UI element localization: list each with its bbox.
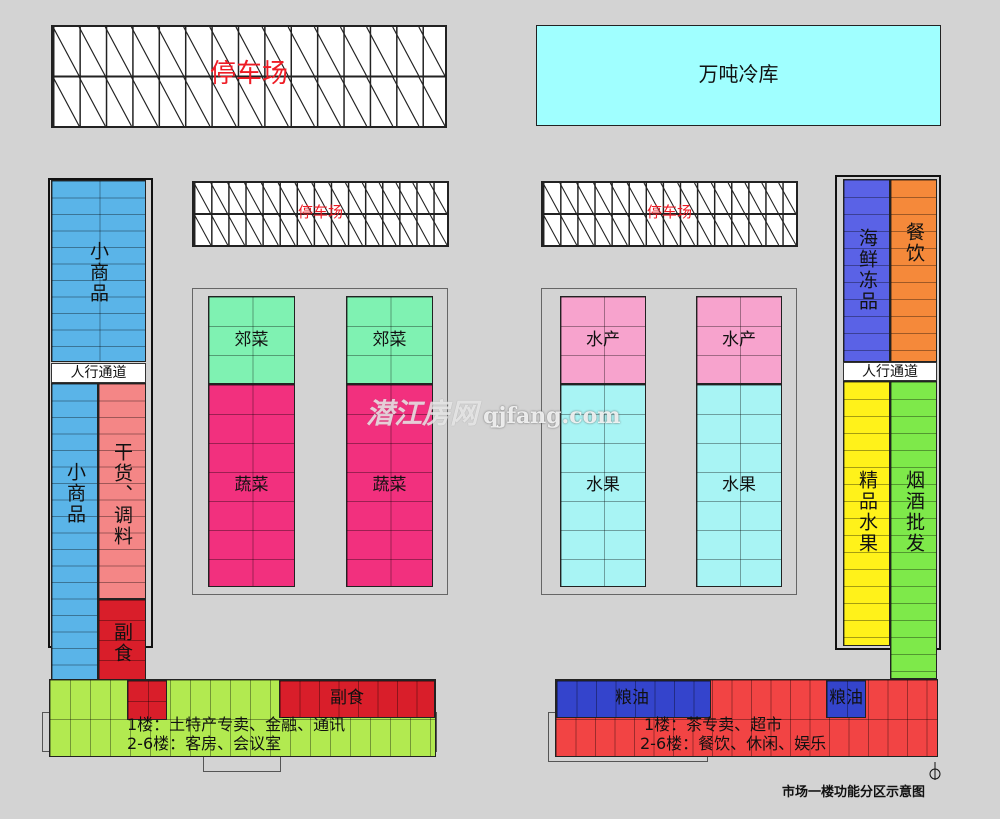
left-lower-left-label: 小商品 — [63, 462, 86, 525]
left-wing-fushi-zone: 副食 — [98, 599, 146, 681]
bottom-left-fushi-label: 副食 — [330, 688, 364, 708]
block-2-top-label: 郊菜 — [372, 330, 407, 350]
grain-oil-label-2: 粮油 — [829, 688, 863, 708]
watermark-en: qjfang.com — [483, 403, 621, 429]
right-fruit-label: 精品水果 — [855, 470, 878, 554]
bottom-left-floor2-6-text: 2-6楼：客房、会议室 — [127, 734, 282, 753]
right-wing-dining-zone: 餐饮 — [890, 179, 937, 362]
right-seafood-label: 海鲜冻品 — [855, 228, 878, 312]
bottom-left-red-connector — [127, 680, 167, 720]
right-dining-label: 餐饮 — [902, 222, 925, 264]
parking-top-label: 停车场 — [209, 59, 288, 89]
bottom-right-grain-oil-section-1: 粮油 — [556, 680, 711, 718]
block-4-top-label: 水产 — [722, 330, 756, 350]
center-left-block-2-top: 郊菜 — [346, 296, 433, 384]
right-wing-tobacco-zone: 烟酒批发 — [890, 381, 937, 679]
bottom-right-building: 粮油 粮油 1楼：茶专卖、超市 2-6楼：餐饮、休闲、娱乐 — [555, 679, 938, 757]
left-fushi-label: 副食 — [110, 622, 133, 664]
right-walkway: 人行通道 — [843, 362, 937, 381]
north-arrow-icon — [929, 762, 941, 780]
bottom-left-building: 副食 1楼：土特产专卖、金融、通讯 2-6楼：客房、会议室 — [49, 679, 436, 757]
watermark: 潜江房网 qjfang.com — [366, 392, 621, 432]
block-4-bottom-label: 水果 — [722, 475, 756, 495]
right-wing-fruit-zone: 精品水果 — [843, 381, 890, 646]
center-right-block-1-top: 水产 — [560, 296, 646, 384]
left-walkway: 人行通道 — [51, 363, 146, 383]
parking-diagonals-icon — [53, 27, 445, 126]
block-3-top-label: 水产 — [586, 330, 620, 350]
bottom-right-grain-oil-section-2: 粮油 — [826, 680, 866, 718]
left-wing-lower-right-zone: 干货、调料 — [98, 383, 146, 599]
diagram-caption: 市场一楼功能分区示意图 — [782, 785, 926, 800]
right-wing-outline — [835, 175, 941, 650]
center-right-block-2-top: 水产 — [696, 296, 782, 384]
bottom-left-floor1-text: 1楼：土特产专卖、金融、通讯 — [127, 715, 346, 734]
parking-diagonals-icon — [543, 183, 796, 245]
center-left-block-2-bottom: 蔬菜 — [346, 384, 433, 587]
bottom-right-floor1-text: 1楼：茶专卖、超市 — [644, 715, 783, 734]
cold-storage-label: 万吨冷库 — [698, 62, 779, 86]
right-wing-seafood-zone: 海鲜冻品 — [843, 179, 890, 362]
right-tobacco-label: 烟酒批发 — [902, 470, 925, 554]
block-3-bottom-label: 水果 — [586, 475, 620, 495]
parking-mid-right-label: 停车场 — [646, 203, 692, 221]
parking-lot-mid-left: 停车场 — [192, 181, 449, 247]
block-2-bottom-label: 蔬菜 — [372, 475, 407, 495]
block-1-top-label: 郊菜 — [234, 330, 269, 350]
left-upper-label: 小商品 — [86, 241, 109, 304]
center-left-block-1-bottom: 蔬菜 — [208, 384, 295, 587]
left-wing-upper-zone: 小商品 — [51, 180, 146, 362]
center-right-block-1-bottom: 水果 — [560, 384, 646, 587]
left-lower-right-label: 干货、调料 — [110, 442, 133, 547]
block-1-bottom-label: 蔬菜 — [234, 475, 269, 495]
parking-diagonals-icon — [194, 183, 447, 245]
parking-mid-left-label: 停车场 — [297, 203, 343, 221]
center-left-hall-outline — [192, 288, 448, 595]
bottom-left-fushi-section: 副食 — [279, 680, 435, 718]
left-wing-lower-left-zone: 小商品 — [51, 383, 98, 683]
bottom-right-floor2-6-text: 2-6楼：餐饮、休闲、娱乐 — [640, 734, 827, 753]
parking-lot-top: 停车场 — [51, 25, 447, 128]
grain-oil-label-1: 粮油 — [615, 688, 649, 708]
center-left-block-1-top: 郊菜 — [208, 296, 295, 384]
center-right-hall-outline — [541, 288, 797, 595]
center-right-block-2-bottom: 水果 — [696, 384, 782, 587]
parking-lot-mid-right: 停车场 — [541, 181, 798, 247]
cold-storage: 万吨冷库 — [536, 25, 941, 126]
watermark-cn: 潜江房网 — [366, 397, 479, 430]
